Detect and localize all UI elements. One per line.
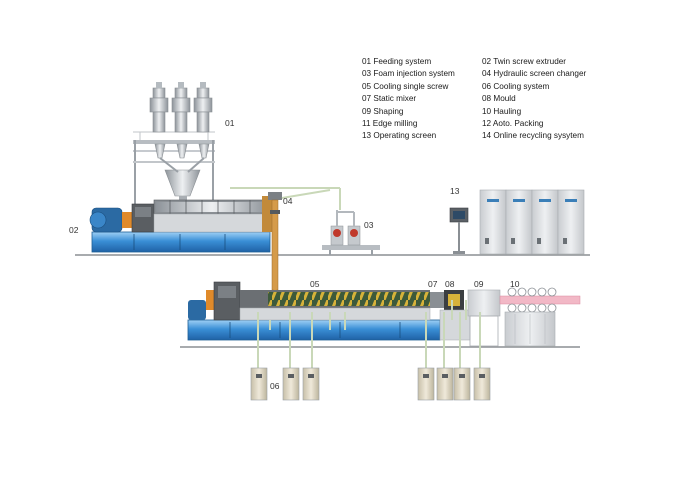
legend-item: 02 Twin screw extruder [482,57,567,66]
cooling-system [250,300,491,401]
callout-06: 06 [270,381,280,391]
callout-04: 04 [283,196,293,206]
feeding-system [133,82,215,210]
callout-10: 10 [510,279,520,289]
legend-item: 07 Static mixer [362,94,417,104]
legend-item: 05 Cooling single screw [362,81,449,91]
legend-item: 06 Cooling system [482,81,550,91]
cooling-single-screw [187,260,441,341]
legend-row: 01 Feeding system 02 Twin screw extruder [362,56,622,68]
callout-03: 03 [364,220,374,230]
legend-item: 11 Edge milling [362,119,418,129]
legend-item: 13 Operating screen [362,131,437,141]
legend-item: 04 Hydraulic screen changer [482,69,587,79]
legend-item: 12 Aoto. Packing [482,119,544,129]
legend-item: 01 Feeding system [362,57,432,66]
callout-02: 02 [69,225,79,235]
legend-item: 09 Shaping [362,106,404,116]
foam-injection-system [322,210,380,255]
legend-row: 09 Shaping 10 Hauling [362,106,622,118]
callout-05: 05 [310,279,320,289]
hauling-unit [499,287,581,347]
legend-row: 07 Static mixer 08 Mould [362,93,622,105]
legend-row: 03 Foam injection system 04 Hydraulic scr… [362,68,622,80]
callout-01: 01 [225,118,235,128]
legend-item: 14 Online recycling sysytem [482,131,584,141]
legend-item: 08 Mould [482,94,516,104]
control-cabinets [479,189,585,255]
callout-09: 09 [474,279,484,289]
twin-screw-extruder [89,196,274,253]
callout-07: 07 [428,279,438,289]
legend-item: 10 Hauling [482,106,522,116]
operating-screen [449,207,469,254]
legend-item: 03 Foam injection system [362,69,455,79]
callout-08: 08 [445,279,455,289]
legend-row: 13 Operating screen 14 Online recycling … [362,130,622,142]
legend-row: 05 Cooling single screw 06 Cooling system [362,81,622,93]
shaping-unit [467,289,501,347]
screen-changer [230,187,341,291]
legend-row: 11 Edge milling 12 Aoto. Packing [362,118,622,130]
callout-13: 13 [450,186,460,196]
